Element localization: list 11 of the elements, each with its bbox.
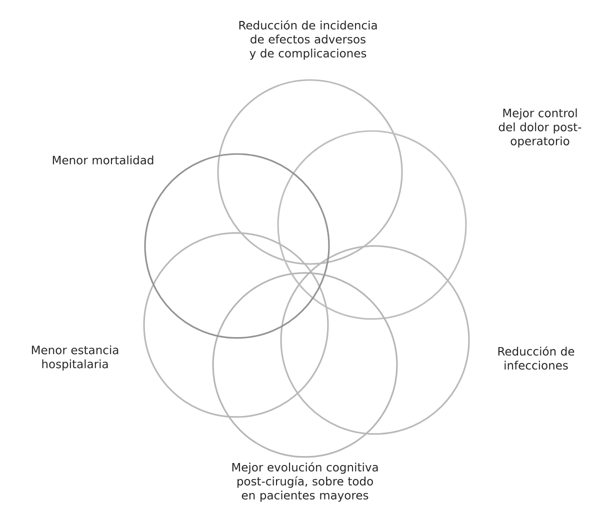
circle-caption: Reducción de infecciones: [498, 346, 574, 370]
circle: [217, 79, 403, 265]
circle-caption: Menor mortalidad: [52, 156, 154, 164]
circle-caption: Menor estancia hospitalaria: [32, 345, 118, 371]
circle-caption: Mejor control del dolor post-operatorio: [498, 108, 582, 148]
circle: [280, 245, 470, 435]
circle-caption: Mejor evolución cognitiva post-cirugía, sobre todo en pacientes mayores: [232, 462, 378, 502]
circle: [212, 272, 398, 458]
circle: [143, 232, 329, 418]
circle-caption: Reducción de incidencia de efectos adversos y de complicaciones: [239, 20, 377, 60]
circle: [277, 130, 467, 320]
